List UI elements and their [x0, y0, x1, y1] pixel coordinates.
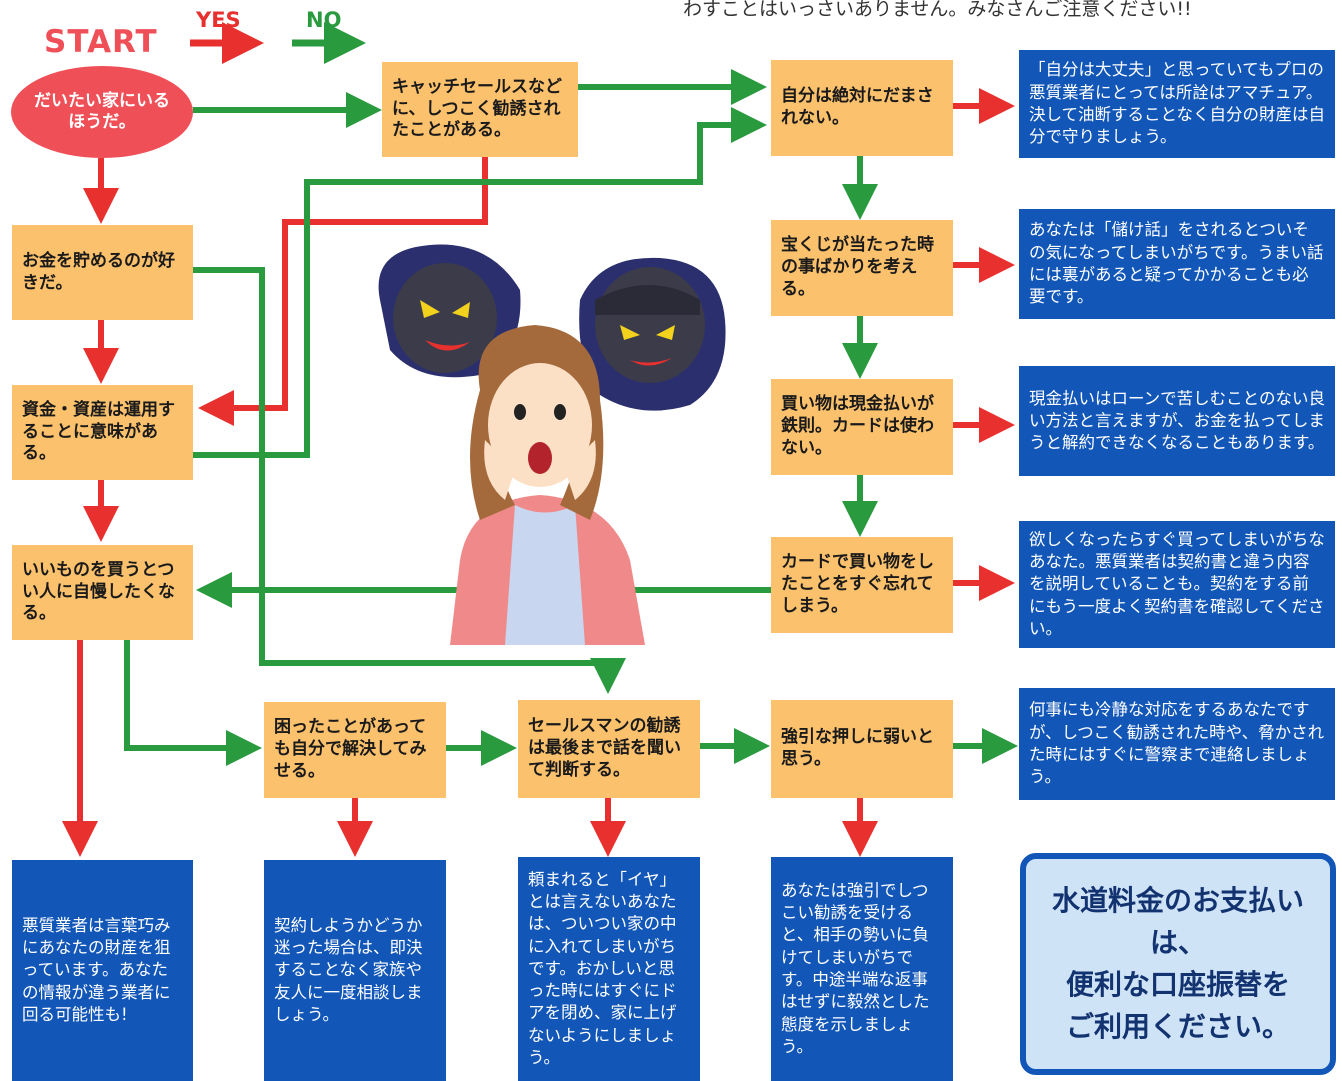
question-save-money: お金を貯めるのが好きだ。 — [12, 225, 193, 320]
answer-consult: 契約しようかどうか迷った場合は、即決することなく家族や友人に一度相談しましょう。 — [264, 860, 446, 1081]
yes-legend-label: YES — [196, 8, 241, 32]
no-arrow — [193, 107, 767, 458]
promo-line: 水道料金のお支払いは、 — [1051, 884, 1304, 959]
no-arrow — [193, 267, 626, 694]
answer-cash-payment: 現金払いはローンで苦しむことのない良い方法と言えますが、お金を払ってしまうと解約… — [1019, 366, 1335, 476]
question-pushy: 強引な押しに弱いと思う。 — [771, 700, 953, 798]
promo-line: 便利な口座振替を — [1065, 968, 1290, 1001]
yes-arrow — [198, 157, 488, 426]
answer-impulse-buy: 欲しくなったらすぐ買ってしまいがちなあなた。悪質業者は契約書と違う内容を説明して… — [1019, 521, 1335, 648]
answer-close-door: 頼まれると「イヤ」とは言えないあなたは、ついつい家の中に入れてしまいがちです。お… — [518, 857, 700, 1081]
question-brag: いいものを買うとつい人に自慢したくなる。 — [12, 545, 193, 640]
warning-notice: わすことはいっさいありません。みなさんご注意ください!! — [683, 0, 1192, 20]
answer-amateur: 「自分は大丈夫」と思っていてもプロの悪質業者にとっては所詮はアマチュア。決して油… — [1019, 50, 1335, 158]
question-invest: 資金・資産は運用することに意味がある。 — [12, 385, 193, 480]
promo-line: ご利用ください。 — [1065, 1010, 1290, 1043]
question-card-forget: カードで買い物をしたことをすぐ忘れてしまう。 — [771, 537, 953, 633]
question-catch-sales: キャッチセールスなどに、しつこく勧誘されたことがある。 — [382, 62, 578, 157]
question-never-fooled: 自分は絶対にだまされない。 — [771, 60, 953, 156]
question-cash-only: 買い物は現金払いが鉄則。カードは使わない。 — [771, 379, 953, 475]
question-self-solve: 困ったことがあっても自分で解決してみせる。 — [264, 702, 446, 798]
answer-calm: 何事にも冷静な対応をするあなたですが、しつこく勧誘された時や、脅かされた時にはす… — [1019, 688, 1335, 800]
answer-firm-attitude: あなたは強引でしつこい勧誘を受けると、相手の勢いに負けてしまいがちです。中途半端… — [771, 857, 953, 1081]
question-lottery: 宝くじが当たった時の事ばかりを考える。 — [771, 220, 953, 316]
no-legend-label: NO — [306, 8, 342, 32]
start-node: だいたい家にいるほうだ。 — [11, 66, 193, 158]
question-salesman: セールスマンの勧誘は最後まで話を聞いて判断する。 — [518, 700, 700, 798]
answer-info-leak: 悪質業者は言葉巧みにあなたの財産を狙っています。あなたの情報が違う業者に回る可能… — [12, 860, 193, 1081]
no-arrow — [124, 640, 262, 766]
start-label: START — [44, 24, 158, 60]
answer-profit-talk: あなたは「儲け話」をされるとついその気になってしまいがちです。うまい話には裏があ… — [1019, 209, 1335, 319]
promo-banner: 水道料金のお支払いは、 便利な口座振替を ご利用ください。 — [1020, 853, 1336, 1075]
